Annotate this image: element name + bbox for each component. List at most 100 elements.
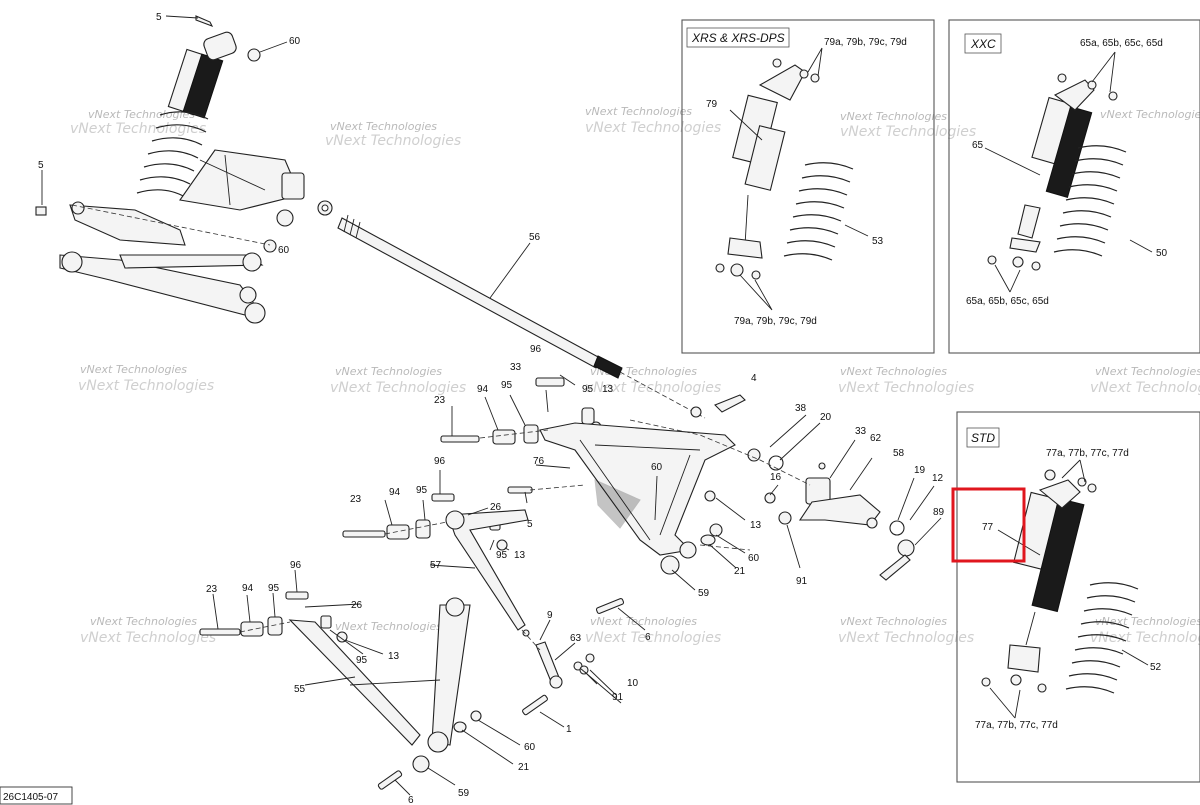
callout-95: 95 — [582, 384, 594, 395]
variant-box-std: STD — [956, 411, 1200, 783]
callout-95: 95 — [268, 583, 280, 594]
callout-95: 95 — [356, 655, 368, 666]
callout-91: 91 — [796, 576, 808, 587]
callout-79abcd-top: 79a, 79b, 79c, 79d — [824, 37, 907, 48]
callout-60: 60 — [278, 245, 290, 256]
watermark-text-large: vNext Technologies — [838, 630, 974, 646]
variant-box-xrs: XRS & XRS-DPS — [681, 19, 935, 354]
watermark-text-large: vNext Technologies — [70, 121, 206, 137]
callout-12: 12 — [932, 473, 944, 484]
callout-57: 57 — [430, 560, 442, 571]
callout-23: 23 — [434, 395, 446, 406]
callout-63: 63 — [570, 633, 582, 644]
callout-77abcd-top: 77a, 77b, 77c, 77d — [1046, 448, 1129, 459]
callout-21: 21 — [518, 762, 530, 773]
watermark-text-large: vNext Technologies — [838, 380, 974, 396]
callout-55: 55 — [294, 684, 306, 695]
callout-13: 13 — [514, 550, 526, 561]
variant-box-xxc: XXC — [948, 19, 1200, 354]
callout-56: 56 — [529, 232, 541, 243]
callout-95: 95 — [416, 485, 428, 496]
callout-96: 96 — [290, 560, 302, 571]
callout-23: 23 — [206, 584, 218, 595]
callout-21: 21 — [734, 566, 746, 577]
callout-1: 1 — [566, 724, 572, 735]
watermark-text: vNext Technologies — [590, 615, 697, 628]
callout-65abcd-top: 65a, 65b, 65c, 65d — [1080, 38, 1163, 49]
callout-95: 95 — [496, 550, 508, 561]
watermark-text-large: vNext Technologies — [325, 133, 461, 149]
callout-13: 13 — [750, 520, 762, 531]
watermark-text-large: vNext Technologies — [585, 380, 721, 396]
watermark-text: vNext Technologies — [335, 365, 442, 378]
callout-91: 91 — [612, 692, 624, 703]
xrs-shock-assembly — [715, 47, 869, 311]
callout-23: 23 — [350, 494, 362, 505]
watermark-text-large: vNext Technologies — [585, 120, 721, 136]
callout-79abcd-bottom: 79a, 79b, 79c, 79d — [734, 316, 817, 327]
callout-60: 60 — [524, 742, 536, 753]
watermark-text-large: vNext Technologies — [78, 378, 214, 394]
box-title-xxc: XXC — [970, 37, 996, 51]
assembled-suspension-view — [35, 15, 333, 324]
callout-77: 77 — [982, 522, 994, 533]
callout-5: 5 — [156, 12, 162, 23]
watermark-text-large: vNext Technologies — [80, 630, 216, 646]
watermark-text: vNext Technologies — [90, 615, 197, 628]
callout-59: 59 — [698, 588, 710, 599]
drive-shaft — [337, 214, 706, 419]
callout-53: 53 — [872, 236, 884, 247]
callout-60: 60 — [289, 36, 301, 47]
watermark-text-large: vNext Technologies — [330, 380, 466, 396]
watermark-text: vNext Technologies — [335, 620, 442, 633]
watermark-text: vNext Technologies — [330, 120, 437, 133]
callout-13: 13 — [388, 651, 400, 662]
watermark-text-large: vNext Technologies — [585, 630, 721, 646]
callout-6: 6 — [645, 632, 651, 643]
callout-62: 62 — [870, 433, 882, 444]
callout-89: 89 — [933, 507, 945, 518]
watermark-text: vNext Technologies — [1095, 615, 1200, 628]
callout-52: 52 — [1150, 662, 1162, 673]
callout-96: 96 — [530, 344, 542, 355]
callout-50: 50 — [1156, 248, 1168, 259]
box-title-xrs: XRS & XRS-DPS — [691, 31, 785, 45]
callout-6: 6 — [408, 795, 414, 805]
leader-lines — [212, 374, 942, 796]
watermark-text: vNext Technologies — [840, 615, 947, 628]
callout-60: 60 — [748, 553, 760, 564]
watermark-text: vNext Technologies — [88, 108, 195, 121]
callout-5: 5 — [38, 160, 44, 171]
callout-58: 58 — [893, 448, 905, 459]
watermark-text: vNext Technologies — [840, 110, 947, 123]
callout-9: 9 — [547, 610, 553, 621]
callout-10: 10 — [627, 678, 639, 689]
callout-77-highlight — [951, 487, 1026, 563]
xxc-shock-assembly — [984, 51, 1153, 293]
callout-16: 16 — [770, 472, 782, 483]
callout-94: 94 — [242, 583, 254, 594]
callout-96: 96 — [434, 456, 446, 467]
callout-65: 65 — [972, 140, 984, 151]
callout-59: 59 — [458, 788, 470, 799]
callout-4: 4 — [751, 373, 757, 384]
center-exploded-parts — [199, 377, 915, 790]
callout-26: 26 — [351, 600, 363, 611]
watermark-text-large: vNext Technologies — [1090, 380, 1200, 396]
watermark-text: vNext Technologies — [1095, 365, 1200, 378]
watermark-text: vNext Technologies — [585, 105, 692, 118]
watermark-text: vNext Technologies — [840, 365, 947, 378]
callout-33: 33 — [855, 426, 867, 437]
callout-20: 20 — [820, 412, 832, 423]
callout-13: 13 — [602, 384, 614, 395]
callout-94: 94 — [389, 487, 401, 498]
callout-76: 76 — [533, 456, 545, 467]
callout-95: 95 — [501, 380, 513, 391]
diagram-code: 26C1405-07 — [3, 792, 58, 803]
callout-79: 79 — [706, 99, 718, 110]
callout-94: 94 — [477, 384, 489, 395]
callout-65abcd-bottom: 65a, 65b, 65c, 65d — [966, 296, 1049, 307]
callout-33: 33 — [510, 362, 522, 373]
callout-5: 5 — [527, 519, 533, 530]
